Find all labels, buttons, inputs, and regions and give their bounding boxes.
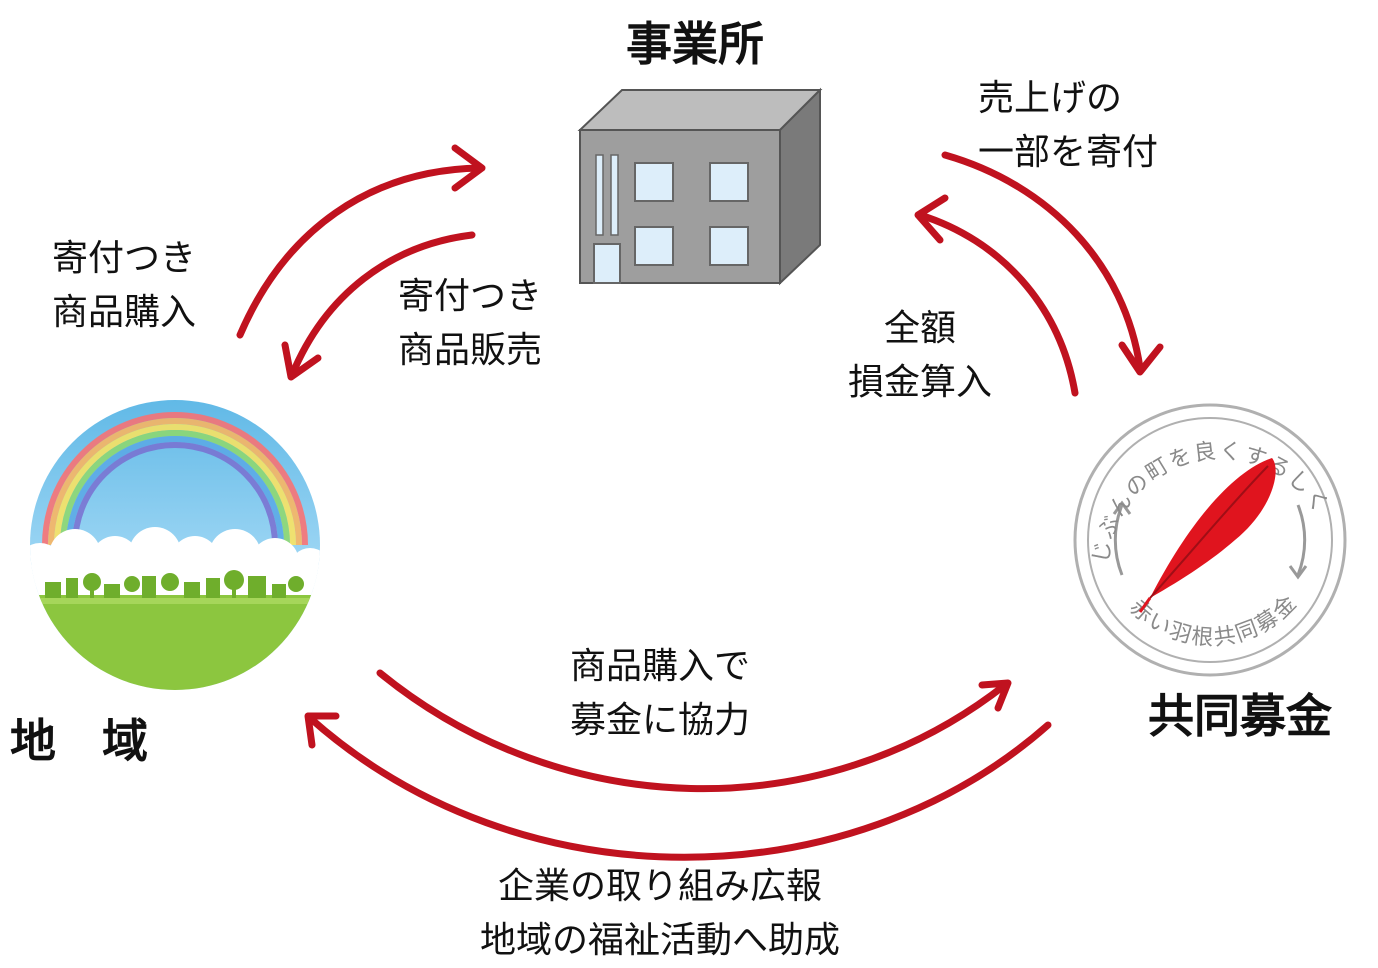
label-office-to-fund: 売上げの 一部を寄付 [978,72,1158,180]
label-region-to-fund: 商品購入で 募金に協力 [570,640,750,748]
label-line: 全額 [883,308,956,349]
arrow-fund-to-office [914,194,1079,397]
label-region-to-office: 寄付つき 商品購入 [52,232,196,340]
label-office-to-region: 寄付つき 商品販売 [398,270,542,378]
arrow-region-to-fund [376,669,1012,793]
label-line: 商品購入 [52,292,197,333]
label-line: 商品購入で [570,646,751,687]
label-line: 損金算入 [847,362,992,403]
label-line: 企業の取り組み広報 [497,866,822,907]
fund-label: 共同募金 [1148,689,1332,743]
region-label: 地 域 [10,714,148,768]
label-fund-to-region: 企業の取り組み広報 地域の福祉活動へ助成 [400,860,920,968]
arrow-region-to-office [236,144,486,339]
office-building-icon [577,87,823,286]
label-fund-to-office: 全額 損金算入 [830,302,1010,410]
arrow-office-to-region [281,231,476,381]
arrow-office-to-fund [941,151,1164,376]
label-line: 売上げの [978,78,1123,119]
office-label: 事業所 [626,17,764,71]
label-line: 募金に協力 [570,700,751,741]
town-rainbow-icon [30,400,320,690]
arrow-fund-to-region [304,712,1052,861]
label-line: 商品販売 [398,330,543,371]
label-line: 一部を寄付 [978,132,1159,173]
label-line: 地域の福祉活動へ助成 [479,920,840,961]
label-line: 寄付つき [52,238,197,279]
arrows [236,144,1164,861]
label-line: 寄付つき [398,276,543,317]
